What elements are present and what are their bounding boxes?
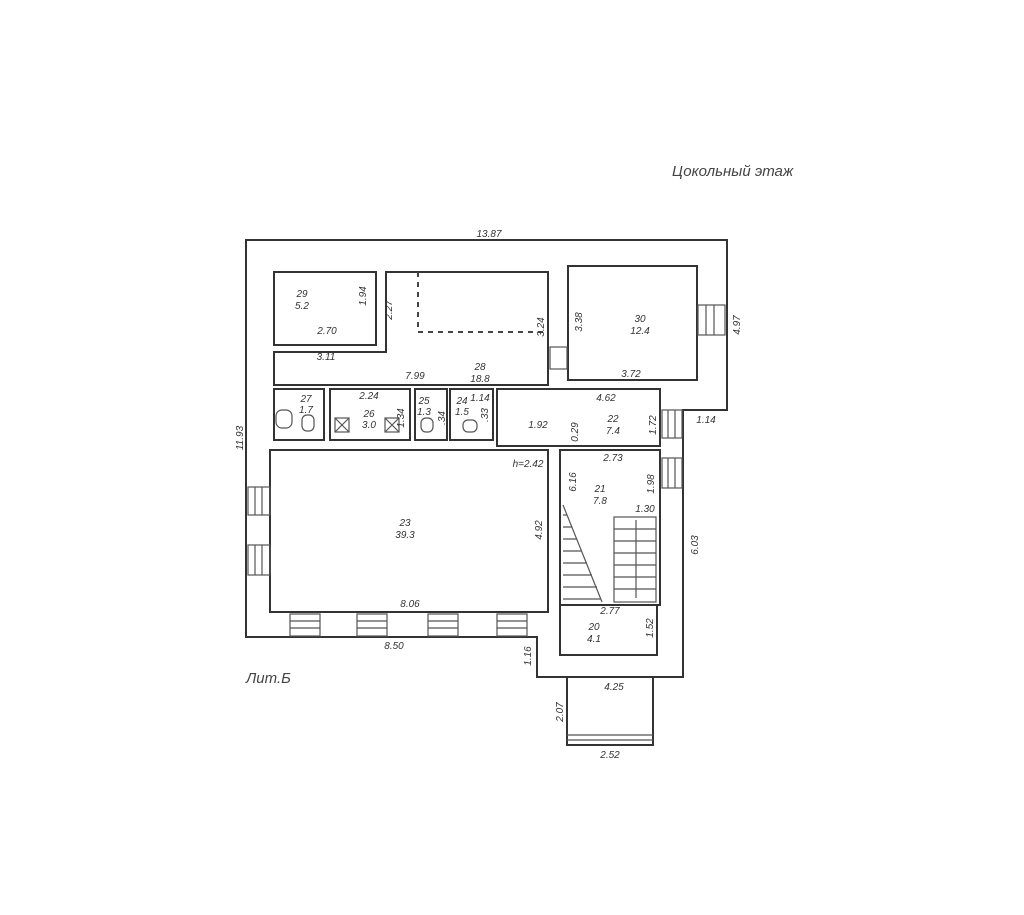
svg-text:23: 23 [398, 518, 411, 529]
svg-text:1.98: 1.98 [646, 474, 657, 494]
svg-text:4.92: 4.92 [534, 520, 545, 540]
svg-text:29: 29 [295, 289, 308, 300]
svg-text:4.97: 4.97 [732, 315, 743, 335]
svg-text:1.94: 1.94 [358, 286, 369, 306]
svg-text:2.77: 2.77 [599, 606, 620, 617]
svg-text:13.87: 13.87 [476, 229, 501, 240]
svg-text:2.07: 2.07 [555, 702, 566, 723]
svg-text:.34: .34 [437, 411, 448, 425]
svg-text:1.52: 1.52 [645, 618, 656, 638]
svg-text:11.93: 11.93 [235, 425, 246, 450]
svg-text:25: 25 [417, 396, 430, 407]
room-28 [273, 271, 549, 386]
svg-text:21: 21 [593, 484, 605, 495]
svg-text:7.99: 7.99 [405, 371, 425, 382]
room-27 [273, 388, 325, 441]
room-22 [496, 388, 661, 447]
svg-text:3.24: 3.24 [536, 317, 547, 337]
svg-text:4.62: 4.62 [596, 393, 616, 404]
porch [566, 677, 654, 746]
svg-text:20: 20 [587, 622, 600, 633]
staircase [562, 504, 657, 603]
svg-text:2.27: 2.27 [384, 300, 395, 321]
svg-text:3.38: 3.38 [574, 312, 585, 332]
svg-text:1.34: 1.34 [396, 408, 407, 428]
svg-text:18.8: 18.8 [470, 374, 490, 385]
outer-wall [245, 239, 728, 678]
room-24 [449, 388, 494, 441]
svg-text:1.16: 1.16 [523, 646, 534, 666]
room-26 [329, 388, 411, 441]
svg-text:3.0: 3.0 [362, 420, 376, 431]
svg-text:h=2.42: h=2.42 [513, 459, 544, 470]
svg-text:2.24: 2.24 [358, 391, 379, 402]
svg-text:3.72: 3.72 [621, 369, 641, 380]
svg-text:8.50: 8.50 [384, 641, 404, 652]
svg-text:1.30: 1.30 [635, 504, 655, 515]
svg-text:1.72: 1.72 [648, 415, 659, 435]
room-29 [273, 271, 377, 346]
svg-text:39.3: 39.3 [395, 530, 415, 541]
svg-text:30: 30 [634, 314, 646, 325]
fixtures [275, 409, 478, 433]
svg-text:6.16: 6.16 [568, 472, 579, 492]
svg-text:4.1: 4.1 [587, 634, 601, 645]
svg-text:2.52: 2.52 [599, 750, 620, 761]
dashed-outline [417, 272, 546, 333]
svg-text:24: 24 [455, 396, 468, 407]
svg-text:1.14: 1.14 [696, 415, 716, 426]
svg-text:4.25: 4.25 [604, 682, 624, 693]
svg-text:0.29: 0.29 [570, 422, 581, 442]
svg-text:1.3: 1.3 [417, 407, 431, 418]
svg-text:12.4: 12.4 [630, 326, 650, 337]
svg-text:1.14: 1.14 [470, 393, 490, 404]
svg-text:3.11: 3.11 [317, 352, 336, 363]
building-label: Лит.Б [245, 670, 291, 687]
svg-text:1.7: 1.7 [299, 405, 313, 416]
svg-text:28: 28 [473, 362, 486, 373]
svg-text:22: 22 [606, 414, 619, 425]
room-23 [269, 449, 549, 613]
svg-text:7.4: 7.4 [606, 426, 620, 437]
svg-text:1.5: 1.5 [455, 407, 469, 418]
floor-title: Цокольный этаж [672, 163, 794, 180]
svg-text:8.06: 8.06 [400, 599, 420, 610]
svg-text:7.8: 7.8 [593, 496, 607, 507]
dimension-labels: 13.87 11.93 8.50 4.97 1.14 6.03 2.70 1.9… [235, 229, 743, 761]
svg-text:1.92: 1.92 [528, 420, 548, 431]
svg-text:6.03: 6.03 [690, 535, 701, 555]
windows [247, 304, 726, 637]
svg-text:2.70: 2.70 [316, 326, 337, 337]
svg-text:5.2: 5.2 [295, 301, 309, 312]
svg-text:2.73: 2.73 [602, 453, 623, 464]
svg-text:27: 27 [299, 394, 312, 405]
svg-text:26: 26 [362, 409, 375, 420]
room-25 [414, 388, 448, 441]
room-30 [567, 265, 698, 381]
porch-steps [567, 734, 653, 741]
svg-text:.33: .33 [480, 408, 491, 422]
room-20 [559, 604, 658, 656]
